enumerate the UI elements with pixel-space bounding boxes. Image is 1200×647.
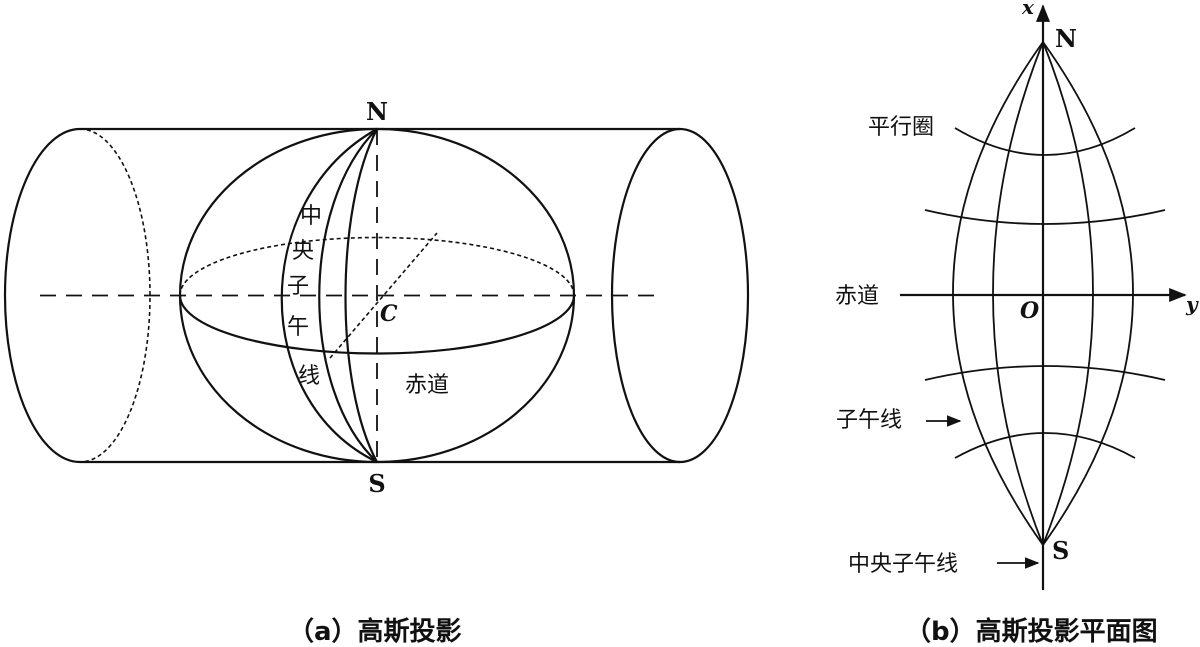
label-north-b: N xyxy=(1055,24,1077,53)
label-equator-a: 赤道 xyxy=(405,373,449,398)
label-y-axis: y xyxy=(1185,292,1199,316)
label-x-axis: x xyxy=(1021,0,1035,19)
parallel-2 xyxy=(924,209,1166,225)
label-meridian: 子午线 xyxy=(836,408,902,433)
central-meridian-char-4: 线 xyxy=(298,364,320,389)
label-parallel: 平行圈 xyxy=(868,115,934,140)
label-south: S xyxy=(368,469,385,498)
central-meridian-inner-arc xyxy=(318,128,378,463)
parallel-3 xyxy=(924,365,1166,381)
label-north: N xyxy=(366,97,388,126)
cylinder-left-cap-back xyxy=(79,128,151,463)
label-center: C xyxy=(380,301,398,327)
parallel-4 xyxy=(954,432,1136,459)
cylinder-right-cap xyxy=(610,127,750,464)
meridian-outer-right xyxy=(1042,41,1134,546)
central-meridian-outer-arc xyxy=(280,128,378,463)
equator-back xyxy=(179,236,575,296)
central-meridian-char-1: 央 xyxy=(292,239,314,264)
meridian-inner-left xyxy=(992,41,1044,546)
figure-a-3d-cylinder: N S C 中 央 子 午 线 赤道 （a）高斯投影 xyxy=(3,97,750,647)
central-meridian-char-3: 午 xyxy=(287,315,309,340)
caption-a: （a）高斯投影 xyxy=(288,616,462,647)
figure-b-plane-projection: x y N S O 平行圈 赤道 子午线 中央子午线 （b）高斯投影平面图 xyxy=(835,0,1199,647)
caption-b: （b）高斯投影平面图 xyxy=(905,616,1158,647)
label-origin: O xyxy=(1020,298,1039,324)
cylinder-left-cap-front xyxy=(3,127,81,464)
equator-front xyxy=(178,295,576,355)
central-meridian-vertical-label: 中 央 子 午 线 xyxy=(287,204,322,389)
central-meridian-char-2: 子 xyxy=(287,274,309,299)
parallel-1 xyxy=(954,127,1136,156)
central-meridian-char-0: 中 xyxy=(300,204,322,229)
meridian-outer-left xyxy=(952,41,1044,546)
meridian-inner-right xyxy=(1042,41,1094,546)
label-equator-b: 赤道 xyxy=(835,284,879,309)
label-central-meridian: 中央子午线 xyxy=(848,552,958,577)
label-south-b: S xyxy=(1052,536,1069,565)
central-meridian-front-arc xyxy=(344,128,378,463)
